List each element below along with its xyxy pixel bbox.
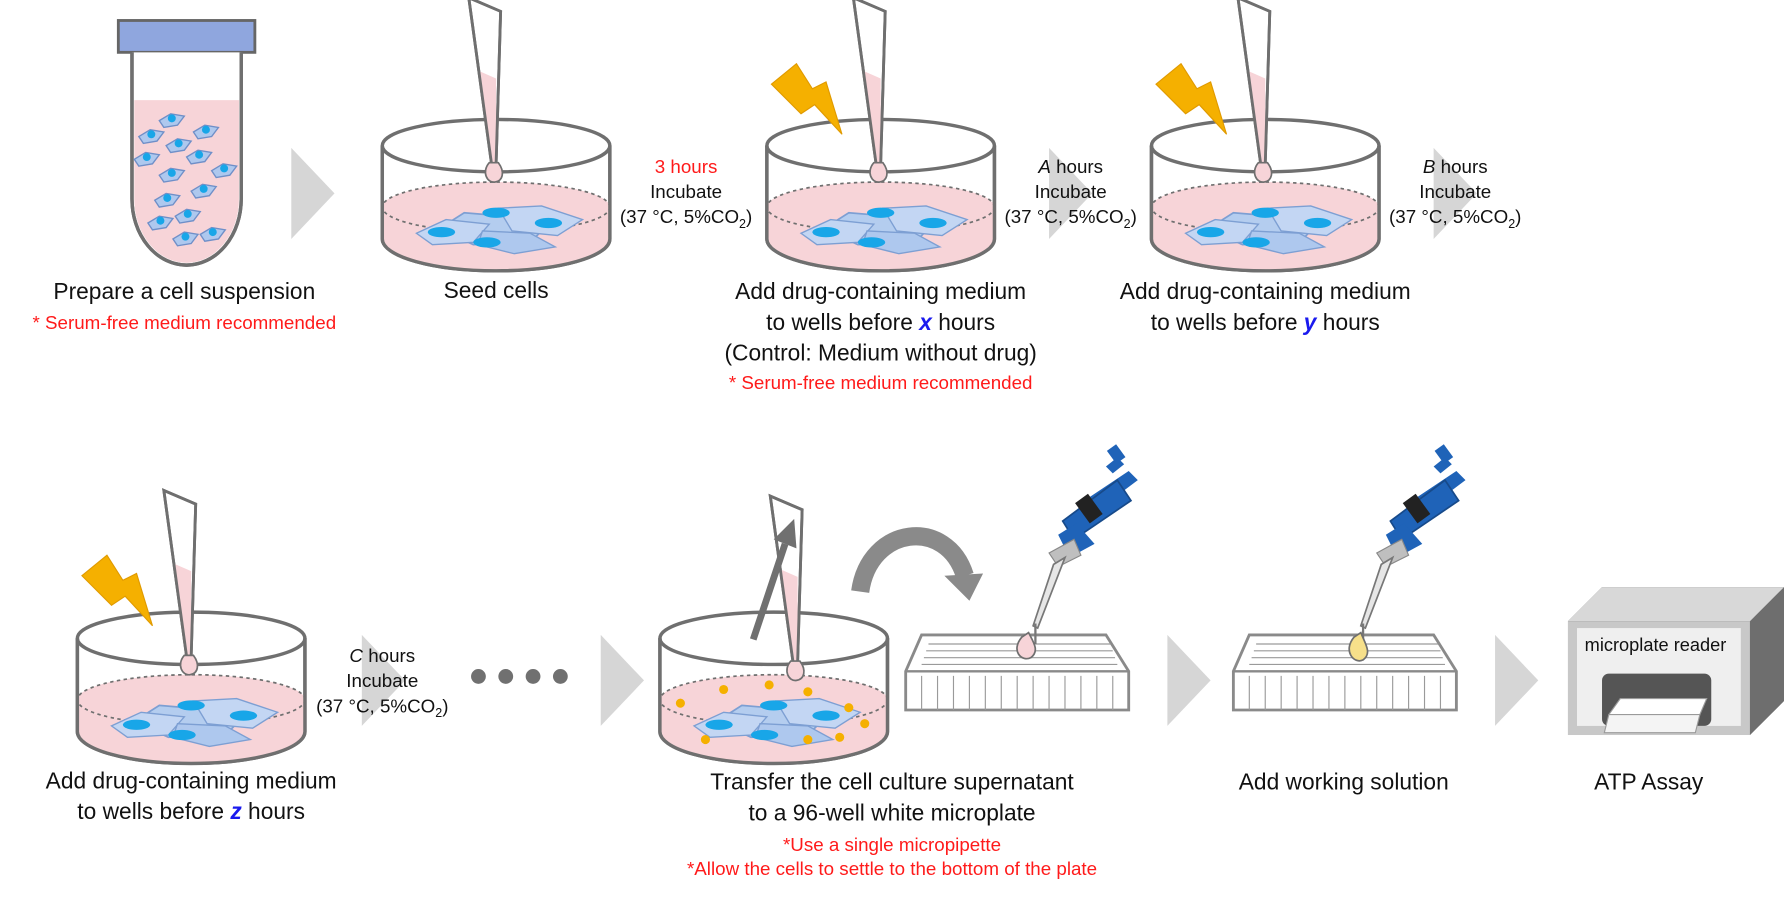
- step-6-note-1: *Use a single micropipette: [782, 835, 1002, 856]
- incubation-word: Incubate: [1419, 182, 1492, 203]
- step-5-title: Add drug-containing medium to wells befo…: [46, 767, 337, 828]
- flow-arrow-icon: [600, 634, 644, 726]
- microplate-reader-icon: [1567, 587, 1784, 736]
- step-3-line-1: Add drug-containing medium: [735, 279, 1027, 305]
- incubation-conditions: (37 °C, 5%CO2): [619, 207, 753, 232]
- ellipsis-dot: [498, 669, 514, 684]
- step-4-line-2: to wells before y hours: [1150, 310, 1380, 336]
- incubation-4: C hours Incubate (37 °C, 5%CO2): [316, 644, 448, 726]
- step-1-title: Prepare a cell suspension: [53, 279, 316, 305]
- incubation-word: Incubate: [650, 182, 723, 203]
- upward-arrow-icon: [749, 518, 797, 641]
- step-4-line-1: Add drug-containing medium: [1119, 279, 1411, 305]
- microplate-icon: [1231, 633, 1458, 712]
- ellipsis-dot: [525, 669, 541, 684]
- micropipette-icon: [1348, 443, 1467, 662]
- step-1-note: * Serum-free medium recommended: [32, 312, 337, 334]
- incubation-conditions: (37 °C, 5%CO2): [1004, 207, 1137, 232]
- flow-arrow-icon: [1495, 634, 1539, 726]
- tube-icon: [116, 19, 257, 267]
- incubation-word: Incubate: [346, 671, 419, 692]
- curved-arrow-icon: [851, 527, 984, 601]
- incubation-conditions: (37 °C, 5%CO2): [316, 696, 449, 721]
- ellipsis-dot: [471, 669, 486, 684]
- incubation-1: 3 hours Incubate (37 °C, 5%CO2): [620, 155, 752, 237]
- step-6-note-2: *Allow the cells to settle to the bottom…: [686, 859, 1098, 880]
- incubation-word: Incubate: [1034, 182, 1107, 203]
- microplate-reader-label: microplate reader: [1584, 636, 1727, 656]
- flow-arrow-icon: [291, 147, 335, 239]
- incubation-2: A hours Incubate (37 °C, 5%CO2): [1004, 155, 1136, 237]
- step-3-line-3: (Control: Medium without drug): [724, 341, 1037, 367]
- incubation-time: C hours: [349, 646, 416, 667]
- step-3-title: Add drug-containing medium to wells befo…: [724, 278, 1036, 370]
- step-4-title: Add drug-containing medium to wells befo…: [1120, 278, 1411, 339]
- incubation-time: 3 hours: [654, 157, 718, 178]
- step-6-title: Transfer the cell culture supernatant to…: [710, 768, 1073, 829]
- step-6-line-2: to a 96-well white microplate: [748, 801, 1036, 827]
- step-3-line-2: to wells before x hours: [766, 310, 996, 336]
- ellipsis-dots: [471, 669, 568, 684]
- incubation-time: A hours: [1038, 157, 1104, 178]
- micropipette-icon: [1016, 443, 1139, 660]
- step-8-title: ATP Assay: [1594, 770, 1704, 796]
- incubation-time: B hours: [1422, 157, 1488, 178]
- step-5-line-2: to wells before z hours: [77, 799, 305, 825]
- flow-arrow-icon: [1167, 634, 1211, 726]
- petri-dish-icon: [660, 612, 888, 763]
- step-5-line-1: Add drug-containing medium: [45, 769, 337, 795]
- incubation-3: B hours Incubate (37 °C, 5%CO2): [1389, 155, 1521, 237]
- ellipsis-dot: [552, 669, 568, 684]
- step-7-title: Add working solution: [1238, 770, 1449, 796]
- step-3-note: * Serum-free medium recommended: [728, 373, 1033, 394]
- incubation-conditions: (37 °C, 5%CO2): [1389, 207, 1522, 232]
- step-6-line-1: Transfer the cell culture supernatant: [710, 770, 1074, 796]
- step-2-title: Seed cells: [443, 278, 549, 304]
